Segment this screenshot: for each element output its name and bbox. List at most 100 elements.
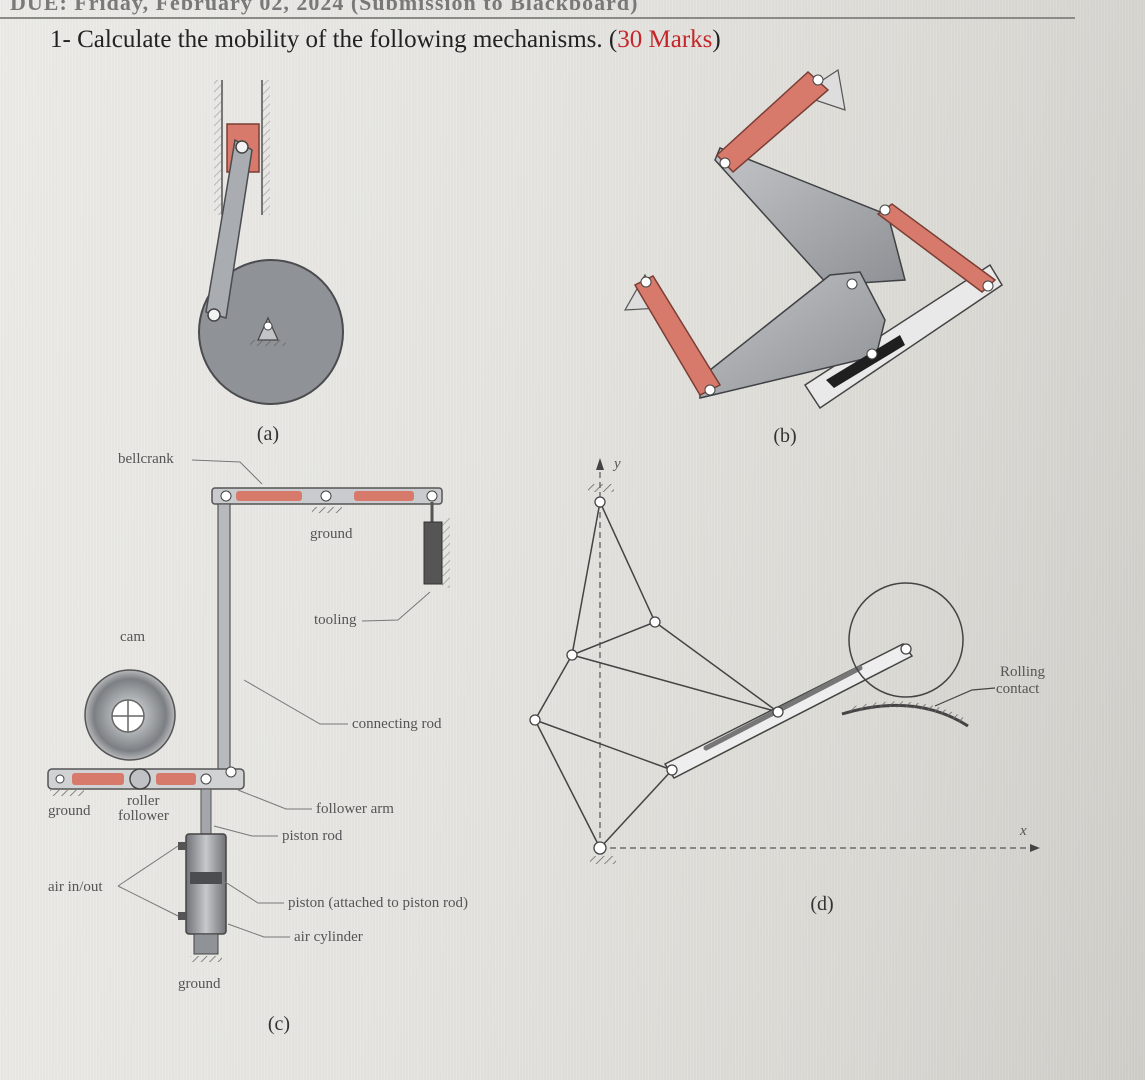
link-d-8 — [534, 719, 673, 771]
question-number: 1- — [50, 26, 71, 53]
follower-rod-pin — [225, 766, 237, 778]
label-air-in-out: air in/out — [48, 879, 103, 895]
follower-piston-pin — [200, 773, 212, 785]
lower-plate — [699, 271, 886, 399]
pin-b8 — [866, 348, 878, 360]
leader-air-lower — [117, 885, 179, 917]
slot — [703, 665, 863, 751]
pin-d-1 — [649, 616, 661, 628]
rolling-wheel — [848, 582, 964, 698]
caption-a: (a) — [257, 423, 279, 445]
figure-d: x y Rolling contact — [529, 456, 1046, 915]
link-d-1 — [599, 501, 656, 623]
pin-b4 — [982, 280, 994, 292]
air-port-lower — [178, 912, 186, 920]
follower-slot-left — [72, 773, 124, 785]
dark-roller — [826, 335, 905, 388]
air-port-upper — [178, 842, 186, 850]
label-ground-bottom: ground — [178, 976, 221, 992]
red-link-left — [633, 275, 722, 396]
y-axis-label: y — [612, 456, 621, 472]
crank-pin — [207, 308, 221, 322]
pin-d-4 — [666, 764, 678, 776]
label-ground-top: ground — [310, 526, 353, 542]
pin-d-wheel — [900, 643, 912, 655]
caption-c: (c) — [268, 1013, 290, 1035]
link-d-4 — [534, 719, 601, 849]
marks-open: ( — [608, 26, 618, 53]
leader-connecting-rod — [243, 679, 348, 725]
upper-plate — [714, 147, 906, 286]
leader-piston-rod — [213, 825, 278, 837]
figure-b: (b) — [623, 68, 1004, 447]
label-rolling: Rolling — [1000, 664, 1046, 680]
pin-b5 — [640, 276, 652, 288]
follower-ground-hatch — [50, 790, 84, 796]
label-connecting-rod: connecting rod — [352, 716, 442, 732]
bottom-ground-hatch — [590, 856, 616, 864]
bellcrank-slot-left — [236, 491, 302, 501]
label-ground-left: ground — [48, 803, 91, 819]
x-axis-label: x — [1019, 823, 1027, 839]
pin-b7 — [846, 278, 858, 290]
link-d-7 — [571, 654, 779, 713]
guide-hatch-left — [214, 80, 222, 215]
pin-b6 — [704, 384, 716, 396]
cylinder-ground-hatch — [190, 956, 222, 962]
bellcrank-right-pin — [426, 490, 438, 502]
label-roller: roller — [127, 793, 159, 809]
pin-b1 — [812, 74, 824, 86]
disk-center-pin — [263, 321, 273, 331]
pin-b2 — [719, 157, 731, 169]
caption-d: (d) — [810, 893, 833, 915]
follower-ground-pin — [55, 774, 65, 784]
pin-d-3 — [529, 714, 541, 726]
joint-pins — [529, 496, 912, 855]
piston-head — [190, 872, 222, 884]
bellcrank-ground-hatch — [312, 507, 342, 513]
rolling-surface-hatch — [849, 701, 964, 723]
bellcrank-left-pin — [220, 490, 232, 502]
pin-d-5 — [772, 706, 784, 718]
marks-close: ) — [712, 26, 721, 53]
link-d-2 — [571, 501, 601, 656]
marks-value: 30 Marks — [617, 26, 713, 53]
label-air-cylinder: air cylinder — [294, 929, 363, 945]
leader-piston — [221, 879, 284, 904]
bellcrank-slot-right — [354, 491, 414, 501]
link-d-5 — [571, 621, 656, 656]
slotted-link — [663, 643, 914, 779]
x-axis-arrow — [1030, 844, 1040, 852]
follower-slot-right — [156, 773, 196, 785]
label-follower-arm: follower arm — [316, 801, 394, 817]
cylinder-base — [193, 933, 219, 955]
bellcrank-pivot — [320, 490, 332, 502]
due-date-header: DUE: Friday, February 02, 2024 (Submissi… — [10, 0, 639, 15]
y-axis-arrow — [596, 458, 604, 470]
linkage-lines — [534, 501, 779, 849]
caption-b: (b) — [773, 425, 796, 447]
leader-follower-arm — [237, 789, 312, 810]
label-tooling: tooling — [314, 612, 357, 628]
header-divider — [0, 17, 1075, 19]
red-link-top — [715, 70, 830, 174]
disk-ground-hatch — [250, 340, 286, 346]
tooling-block — [423, 521, 443, 585]
roller-follower — [129, 768, 151, 790]
pin-d-2 — [566, 649, 578, 661]
pin-d-ground-bottom — [593, 841, 607, 855]
leader-rolling-contact — [934, 687, 996, 707]
slider-pin — [235, 140, 249, 154]
leader-bellcrank — [191, 459, 263, 485]
connecting-rod-bar — [217, 503, 231, 773]
label-follower: follower — [118, 808, 169, 824]
label-piston-rod: piston rod — [282, 828, 343, 844]
guide-hatch-right — [262, 80, 270, 215]
label-bellcrank: bellcrank — [118, 451, 174, 467]
label-cam: cam — [120, 629, 145, 645]
top-ground-hatch — [588, 484, 614, 492]
leader-air-upper — [117, 845, 179, 887]
figure-c: bellcrank ground tooling connecting rod … — [47, 451, 468, 1035]
